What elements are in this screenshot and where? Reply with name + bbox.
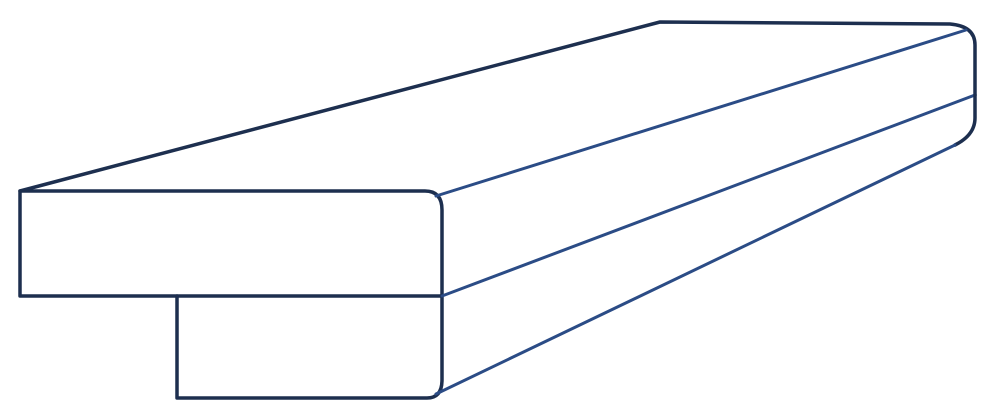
leg-front-profile	[175, 294, 444, 400]
bottom-edge-line	[434, 143, 957, 396]
back-right-end-outline	[953, 93, 977, 147]
top-right-edge-line	[434, 28, 968, 198]
top-face-outline	[18, 20, 977, 193]
nose-front-profile	[18, 189, 444, 298]
middle-seam-line	[440, 93, 977, 298]
